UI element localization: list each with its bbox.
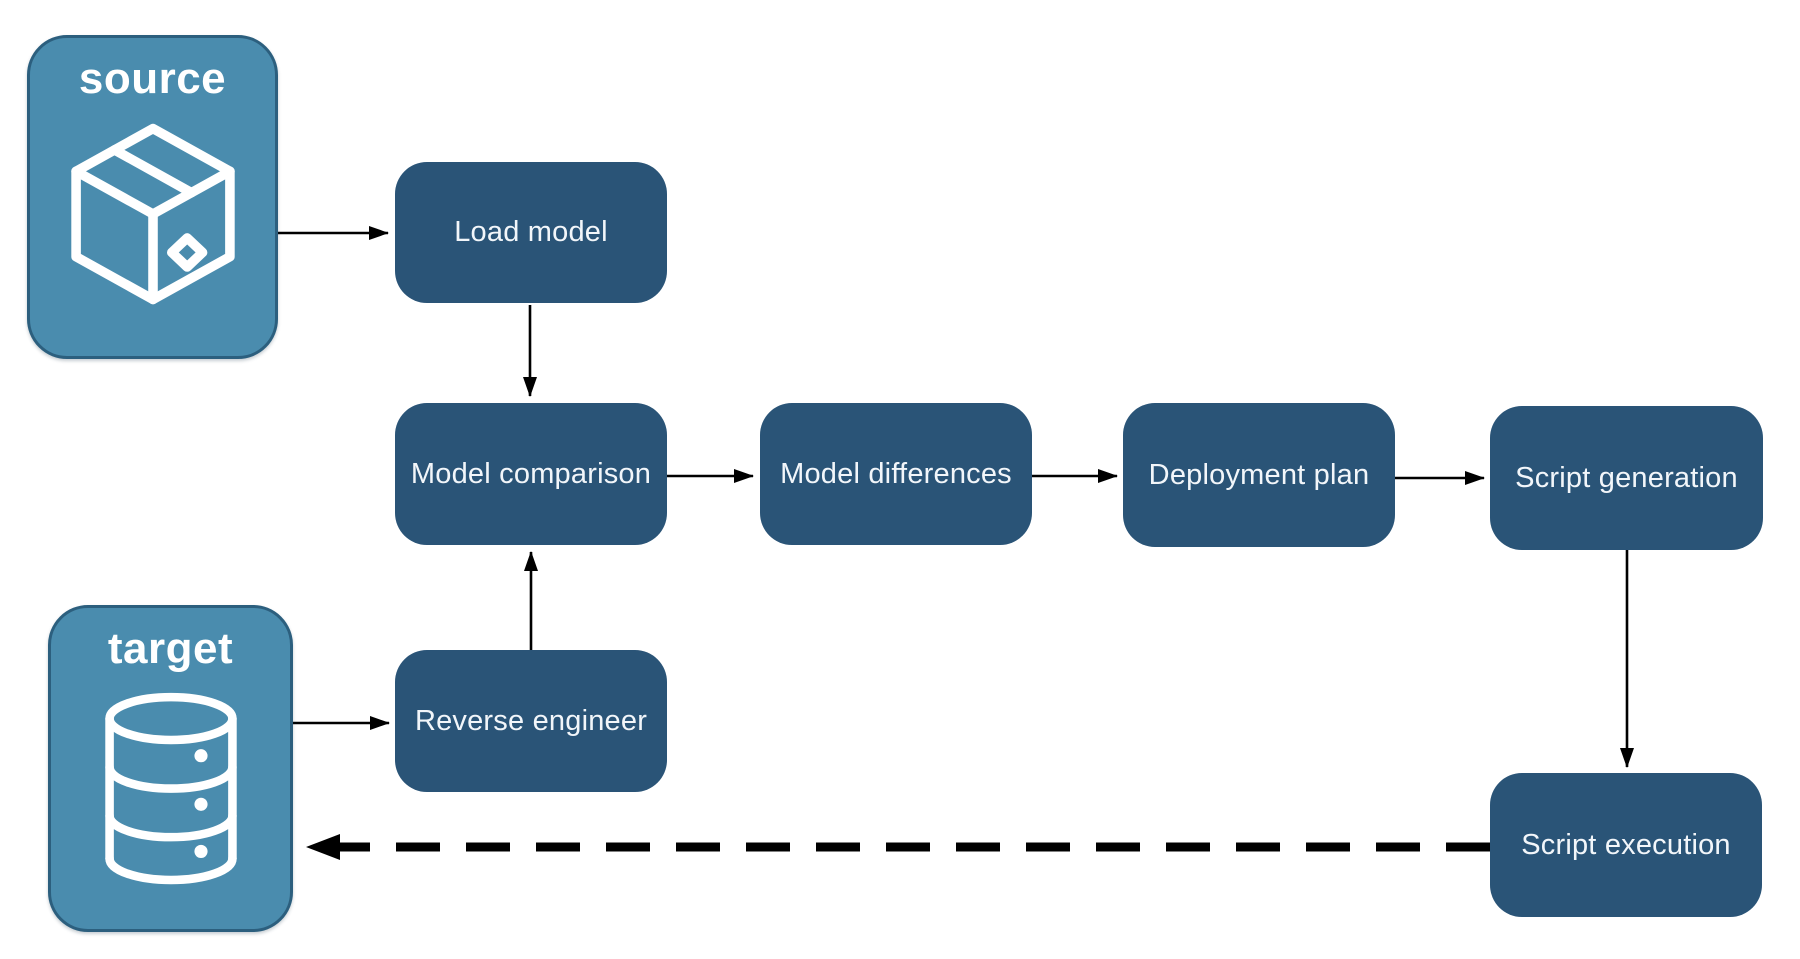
- node-load-model-label: Load model: [454, 216, 608, 249]
- node-script-execution-label: Script execution: [1521, 828, 1731, 861]
- node-model-comparison-label: Model comparison: [410, 457, 652, 490]
- node-reverse-engineer: Reverse engineer: [395, 650, 667, 792]
- node-model-differences: Model differences: [760, 403, 1032, 545]
- node-model-differences-label: Model differences: [780, 457, 1012, 490]
- node-deployment-plan-label: Deployment plan: [1148, 458, 1370, 491]
- node-model-comparison: Model comparison: [395, 403, 667, 545]
- node-script-generation: Script generation: [1490, 406, 1763, 550]
- endpoint-target: target: [48, 605, 293, 932]
- endpoint-target-label: target: [107, 624, 234, 673]
- node-script-generation-label: Script generation: [1515, 461, 1738, 494]
- node-deployment-plan: Deployment plan: [1123, 403, 1395, 547]
- endpoint-source: source: [27, 35, 278, 359]
- package-icon: [70, 123, 235, 305]
- node-reverse-engineer-label: Reverse engineer: [414, 704, 648, 737]
- database-icon: [104, 692, 237, 885]
- endpoint-source-label: source: [78, 54, 227, 103]
- node-script-execution: Script execution: [1490, 773, 1762, 917]
- node-load-model: Load model: [395, 162, 667, 303]
